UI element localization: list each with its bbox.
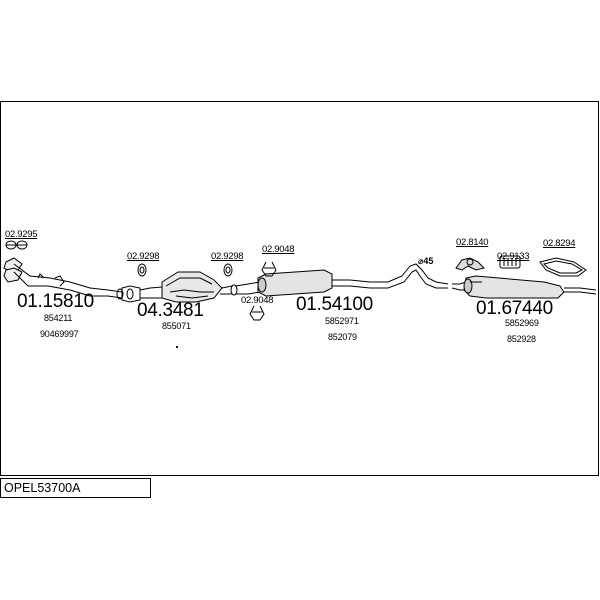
diagram-frame <box>0 101 599 476</box>
part-number-middle-silencer: 01.54100 <box>296 294 373 315</box>
ring-02-9298-b <box>223 263 233 277</box>
part-ref-rear-silencer-2: 852928 <box>507 334 536 344</box>
diagram-code: OPEL53700A <box>4 481 81 495</box>
part-ref-catalytic-converter-1: 855071 <box>162 321 191 331</box>
stray-dot <box>175 345 179 349</box>
diagram-code-box: OPEL53700A <box>0 478 151 498</box>
part-ref-middle-silencer-2: 852079 <box>328 332 357 342</box>
fitting-label-02-9298-b: 02.9298 <box>211 251 244 262</box>
part-number-rear-silencer: 01.67440 <box>476 298 553 319</box>
fitting-label-02-9295: 02.9295 <box>5 229 38 240</box>
ring-02-9298-a <box>137 263 147 277</box>
clamp-02-9048-b <box>249 305 265 321</box>
fitting-label-02-9133: 02.9133 <box>497 251 530 262</box>
fitting-label-02-9048-a: 02.9048 <box>262 244 295 255</box>
gasket-02-9295 <box>5 240 28 250</box>
fitting-label-02-8140: 02.8140 <box>456 237 489 248</box>
fitting-label-02-9048-b: 02.9048 <box>241 295 274 306</box>
front-pipe <box>3 257 141 303</box>
part-ref-front-pipe-2: 90469997 <box>40 329 79 339</box>
part-ref-front-pipe-1: 854211 <box>44 313 73 323</box>
rear-silencer <box>451 275 597 299</box>
mounting-02-8140 <box>455 257 485 271</box>
ring-02-9298-b-inner <box>225 266 231 274</box>
part-number-catalytic-converter: 04.3481 <box>137 300 204 321</box>
ring-02-9298-a-inner <box>139 266 145 274</box>
mounting-02-9133 <box>499 255 521 269</box>
middle-silencer <box>235 263 449 297</box>
part-number-front-pipe: 01.15810 <box>17 291 94 312</box>
part-ref-rear-silencer-1: 5852969 <box>505 318 539 328</box>
catalytic-converter <box>139 271 238 303</box>
fitting-label-02-9298-a: 02.9298 <box>127 251 160 262</box>
pipe-diameter-label: ⌀45 <box>418 256 434 266</box>
fitting-label-02-8294: 02.8294 <box>543 238 576 249</box>
clamp-02-9048-a <box>261 261 277 277</box>
gasket-02-8294 <box>539 257 587 277</box>
part-ref-middle-silencer-1: 5852971 <box>325 316 359 326</box>
